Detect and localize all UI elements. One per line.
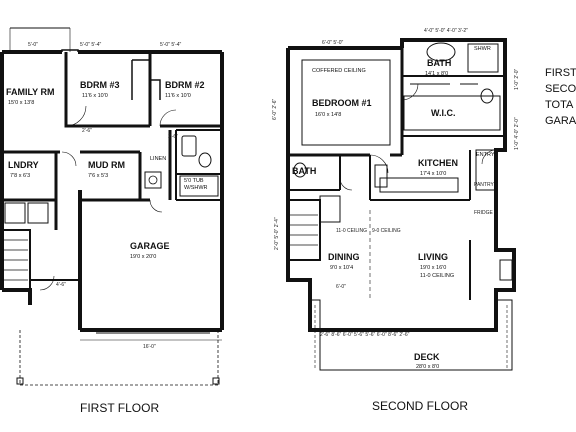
room-family-size: 15'0 x 13'8 — [8, 100, 34, 106]
side-summary: FIRST SECO TOTA GARA — [545, 67, 576, 127]
room-deck-size: 28'0 x 8'0 — [416, 364, 439, 370]
dim-top-left: 5'-0" — [28, 42, 38, 48]
room-kitchen-label: KITCHEN — [418, 158, 458, 168]
room-mud-size: 7'6 x 5'3 — [88, 173, 108, 179]
room-living-size: 19'0 x 16'0 — [420, 265, 446, 271]
room-bdrm2-size: 11'6 x 10'0 — [165, 93, 191, 99]
dim-garage-bottom: 16'-0" — [143, 344, 156, 350]
room-tub-sub: W/SHWR — [184, 185, 208, 191]
room-tub-label: 5'0 TUB — [184, 178, 204, 184]
room-bdrm3-label: BDRM #3 — [80, 80, 120, 90]
ceiling-a: 11-0 CEILING — [336, 228, 367, 234]
room-bath-master-size: 14'1 x 8'0 — [425, 71, 448, 77]
room-mud-label: MUD RM — [88, 160, 125, 170]
room-laundry-size: 7'8 x 6'3 — [10, 173, 30, 179]
room-living-ceiling: 11-0 CEILING — [420, 273, 454, 279]
room-family-label: FAMILY RM — [6, 87, 55, 97]
ceiling-pantry: PANTRY — [474, 182, 494, 188]
dim-stair: 4'-6" — [56, 282, 66, 288]
room-bdrm2-label: BDRM #2 — [165, 80, 205, 90]
second-floor-plan — [286, 38, 516, 371]
dim2-dining-bottom: 6'-0" — [336, 284, 346, 290]
caption-first-floor: FIRST FLOOR — [80, 401, 159, 415]
ceiling-b: 9-0 CEILING — [372, 228, 401, 234]
dim-closet: 2'-6" — [168, 134, 178, 140]
room-deck-label: DECK — [414, 352, 440, 362]
dim2-right-upper: 1'-0" 2'-0" — [514, 68, 520, 90]
room-wic-label: W.I.C. — [431, 108, 456, 118]
first-floor-plan — [0, 27, 224, 386]
room-entry-label: ENTRY — [476, 152, 495, 158]
side-line-3: TOTA — [545, 99, 574, 111]
dim-top-right: 5'-0" 5'-4" — [160, 42, 182, 48]
dim-top-mid: 5'-0" 5'-4" — [80, 42, 102, 48]
dim2-top: 6'-0" 5'-0" — [322, 40, 344, 46]
room-bedroom1-label: BEDROOM #1 — [312, 98, 372, 108]
caption-second-floor: SECOND FLOOR — [372, 399, 468, 413]
dim2-deck: 2'-6" 8'-6" 6'-0" 5'-6" 5'-6" 6'-0" 8'-6… — [320, 332, 410, 338]
room-garage-label: GARAGE — [130, 241, 170, 251]
ceiling-fridge: FRIDGE — [474, 210, 494, 216]
room-shwr-label: SHWR — [474, 46, 491, 52]
first-floor-labels: FAMILY RM 15'0 x 13'8 BDRM #3 11'6 x 10'… — [6, 42, 208, 415]
room-bath-label: BATH — [292, 166, 316, 176]
room-linen-label: LINEN — [150, 156, 166, 162]
side-line-4: GARA — [545, 115, 576, 127]
room-dining-label: DINING — [328, 252, 360, 262]
dim-hall: 2'-6" — [82, 128, 92, 134]
second-floor-labels: COFFERED CEILING BEDROOM #1 16'0 x 14'8 … — [272, 28, 520, 413]
room-bdrm3-size: 11'6 x 10'0 — [82, 93, 108, 99]
room-living-label: LIVING — [418, 252, 448, 262]
dim2-right-mid: 1'-0" 4'-0" 2'-0" — [514, 117, 520, 150]
room-kitchen-size: 17'4 x 10'0 — [420, 171, 446, 177]
dim2-left-lower: 2'-0" 5'-0" 2'-4" — [274, 217, 280, 250]
room-garage-size: 19'0 x 20'0 — [130, 254, 156, 260]
room-laundry-label: LNDRY — [8, 160, 39, 170]
room-bedroom1-ceiling: COFFERED CEILING — [312, 68, 366, 74]
dim2-left-upper: 6'-0" 2'-6" — [272, 98, 278, 120]
side-line-2: SECO — [545, 83, 576, 95]
dim2-top-right: 4'-0" 5'-0" 4'-0" 3'-2" — [424, 28, 468, 34]
room-bath-master-label: BATH — [427, 58, 451, 68]
room-bedroom1-size: 16'0 x 14'8 — [315, 112, 341, 118]
side-line-1: FIRST — [545, 67, 576, 79]
room-dining-size: 9'0 x 10'4 — [330, 265, 353, 271]
